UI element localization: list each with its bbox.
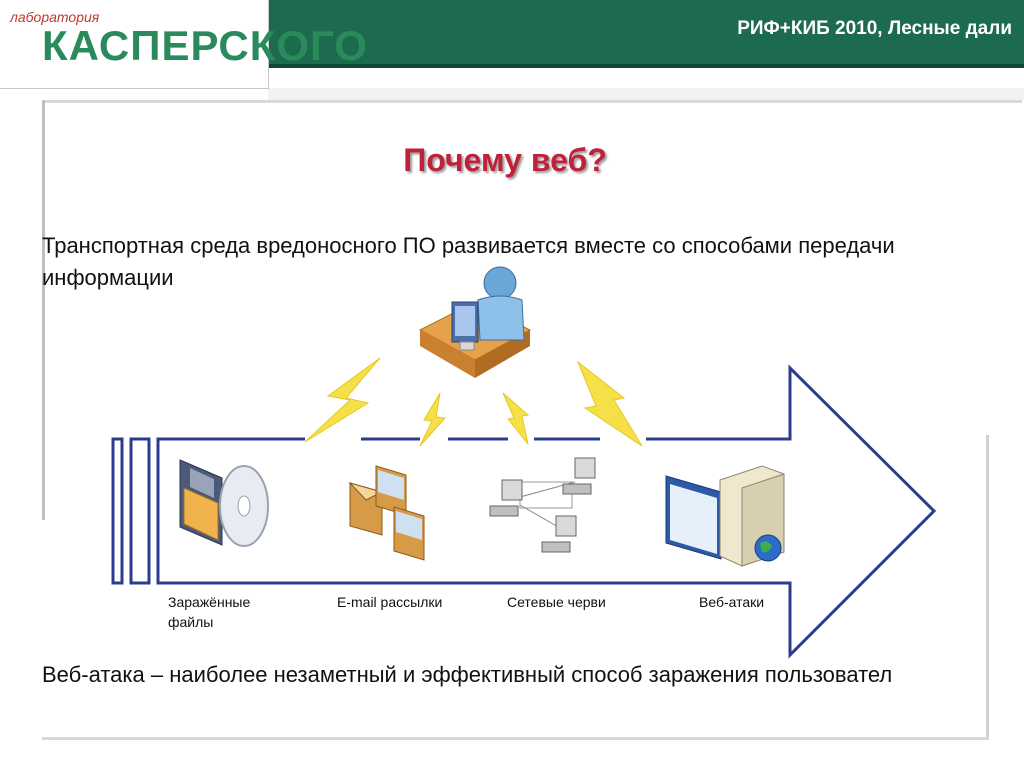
label-infected-files: Заражённые файлы [168,592,278,632]
label-network-worms: Сетевые черви [507,592,606,612]
conclusion-text: Веб-атака – наиболее незаметный и эффект… [42,662,1024,688]
label-web-attacks: Веб-атаки [699,592,764,612]
label-email: E-mail рассылки [337,592,442,612]
user-at-computer-icon [420,267,530,378]
